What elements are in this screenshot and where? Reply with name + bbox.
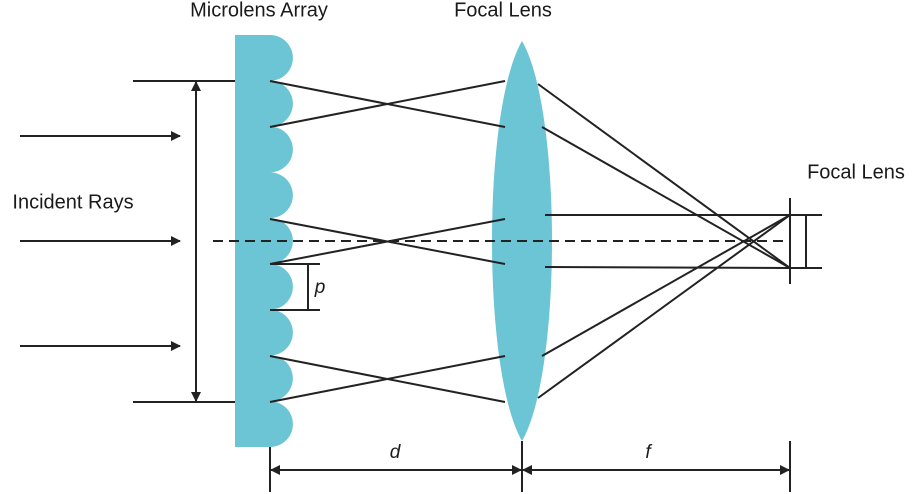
microlens [270, 309, 293, 356]
microlens-array-label: Microlens Array [190, 0, 328, 22]
microlens [270, 126, 293, 173]
microlens-array [235, 35, 293, 447]
microlens [270, 172, 293, 219]
rays-array-to-lens [269, 80, 506, 403]
focal-length-label: f [645, 442, 651, 463]
pitch-label: p [314, 277, 326, 298]
microlens [270, 401, 293, 447]
microlens [270, 35, 293, 81]
microlens [270, 355, 293, 402]
distance-label: d [389, 442, 401, 463]
incident-rays-label: Incident Rays [12, 191, 134, 214]
rays-lens-to-focal-plane [537, 83, 791, 399]
focal-lens-label: Focal Lens [454, 0, 552, 22]
microlens [270, 80, 293, 127]
focal-plane-label: Focal Lens [807, 161, 905, 184]
microlens [270, 263, 293, 310]
